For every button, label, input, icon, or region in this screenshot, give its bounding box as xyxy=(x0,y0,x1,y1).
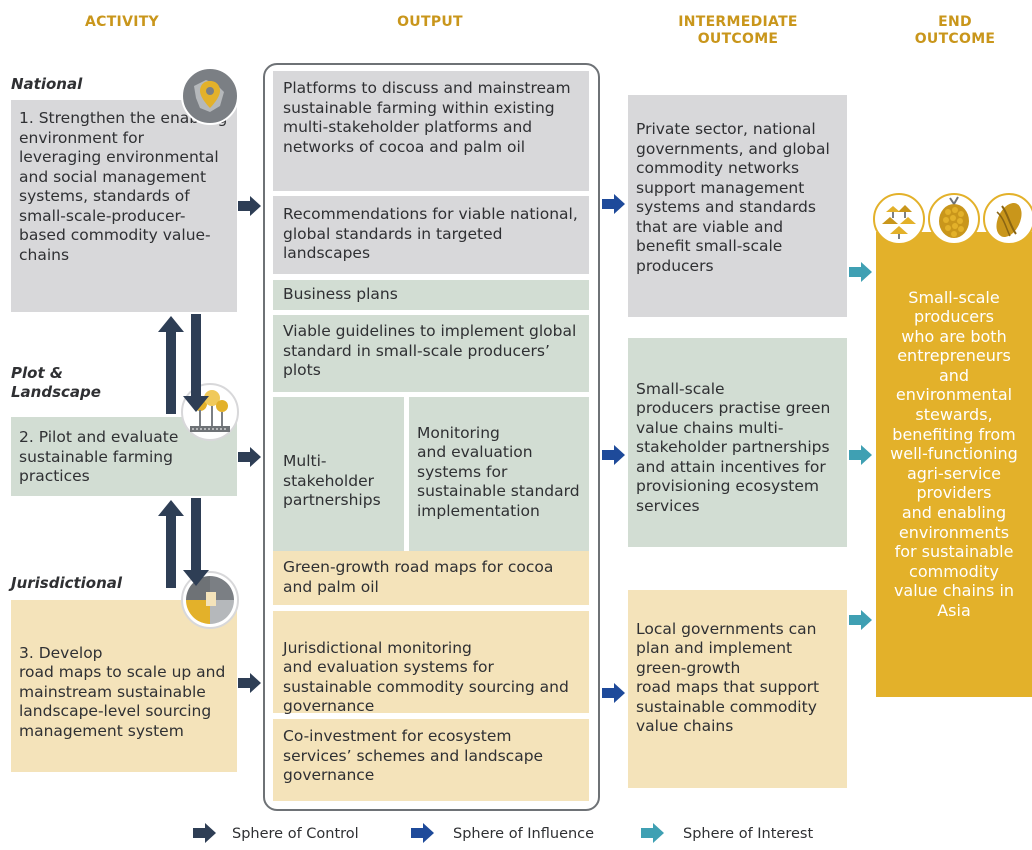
intermediate-2: Small-scale producers practise green val… xyxy=(628,338,847,547)
output-coinvestment-text: Co-investment for ecosystem services’ sc… xyxy=(283,727,544,784)
output-recommendations-text: Recommendations for viable national, glo… xyxy=(283,205,578,262)
arrow-interest-1 xyxy=(849,262,872,282)
intermediate-1: Private sector, national governments, an… xyxy=(628,95,847,317)
arrow-influence-3 xyxy=(602,683,625,703)
legend-interest-icon xyxy=(641,823,664,843)
legend-influence-icon xyxy=(411,823,434,843)
arrow-interest-3 xyxy=(849,610,872,630)
level-national: National xyxy=(11,75,83,93)
palm-fruit-icon xyxy=(928,193,980,245)
output-coinvestment: Co-investment for ecosystem services’ sc… xyxy=(273,719,589,801)
arrow-interest-2 xyxy=(849,445,872,465)
output-jurisdictional-monitoring: Jurisdictional monitoring and evaluation… xyxy=(273,611,589,716)
double-arrow-plot-jurisdictional xyxy=(158,498,209,588)
intermediate-3: Local governments can plan and implement… xyxy=(628,590,847,788)
output-monitoring-text: Monitoring and evaluation systems for su… xyxy=(417,423,580,520)
output-monitoring: Monitoring and evaluation systems for su… xyxy=(409,397,589,566)
activity-plot-text: 2. Pilot and evaluate sustainable farmin… xyxy=(19,428,179,485)
arrow-control-national xyxy=(238,196,261,216)
activity-jurisdictional-box: 3. Develop road maps to scale up and mai… xyxy=(11,600,237,772)
legend-influence-label: Sphere of Influence xyxy=(453,826,595,842)
output-jurisdictional-monitoring-text: Jurisdictional monitoring and evaluation… xyxy=(283,638,569,716)
output-guidelines-text: Viable guidelines to implement global st… xyxy=(283,322,577,379)
end-outcome-box: Small-scale producers who are both entre… xyxy=(876,232,1032,697)
arrow-influence-1 xyxy=(602,194,625,214)
arrow-control-jurisdictional xyxy=(238,673,261,693)
output-recommendations: Recommendations for viable national, glo… xyxy=(273,196,589,274)
output-roadmaps: Green-growth road maps for cocoa and pal… xyxy=(273,551,589,605)
end-outcome-text: Small-scale producers who are both entre… xyxy=(890,287,1018,621)
header-intermediate: INTERMEDIATE OUTCOME xyxy=(678,14,798,47)
legend-control-label: Sphere of Control xyxy=(232,826,359,842)
output-platforms-text: Platforms to discuss and mainstream sust… xyxy=(283,79,571,156)
activity-national-box: 1. Strengthen the enabling environment f… xyxy=(11,100,237,312)
output-business-plans-text: Business plans xyxy=(283,285,398,303)
header-end: END OUTCOME xyxy=(914,14,996,47)
output-platforms: Platforms to discuss and mainstream sust… xyxy=(273,71,589,191)
header-activity: ACTIVITY xyxy=(85,14,159,30)
cocoa-pod-icon xyxy=(983,193,1032,245)
level-jurisdictional: Jurisdictional xyxy=(11,574,123,592)
level-plot-landscape: Plot & Landscape xyxy=(11,364,101,401)
double-arrow-national-plot xyxy=(158,314,209,414)
output-roadmaps-text: Green-growth road maps for cocoa and pal… xyxy=(283,558,554,596)
intermediate-1-text: Private sector, national governments, an… xyxy=(636,120,830,275)
mushroom-cluster-icon xyxy=(873,193,925,245)
activity-jurisdictional-text: 3. Develop road maps to scale up and mai… xyxy=(19,643,226,740)
output-partnerships-text: Multi- stakeholder partnerships xyxy=(283,452,381,510)
legend-interest-label: Sphere of Interest xyxy=(683,826,814,842)
legend-control-icon xyxy=(193,823,216,843)
arrow-control-plot xyxy=(238,447,261,467)
output-business-plans: Business plans xyxy=(273,280,589,310)
header-output: OUTPUT xyxy=(397,14,463,30)
output-frame xyxy=(263,63,600,811)
intermediate-2-text: Small-scale producers practise green val… xyxy=(636,379,831,515)
arrow-influence-2 xyxy=(602,445,625,465)
activity-national-text: 1. Strengthen the enabling environment f… xyxy=(19,109,228,264)
output-guidelines: Viable guidelines to implement global st… xyxy=(273,315,589,392)
intermediate-3-text: Local governments can plan and implement… xyxy=(636,619,820,736)
map-pin-icon xyxy=(181,67,239,125)
output-partnerships: Multi- stakeholder partnerships xyxy=(273,397,404,566)
